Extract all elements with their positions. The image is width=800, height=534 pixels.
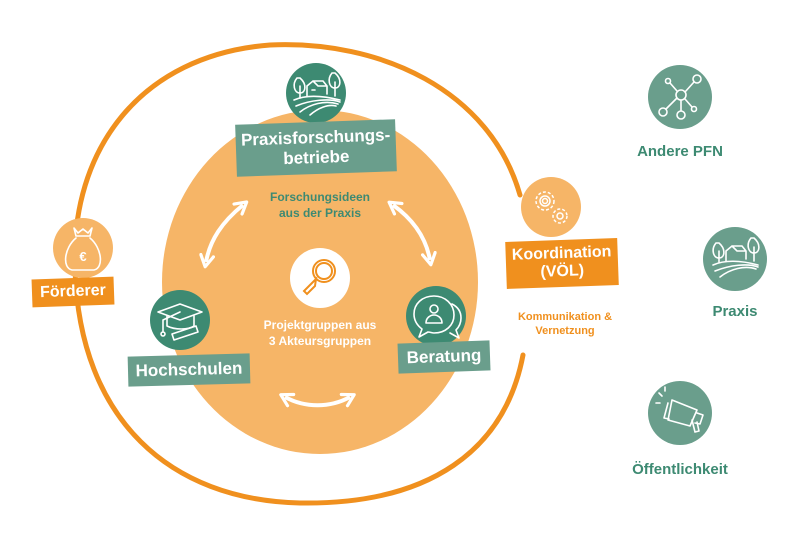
graduation-cap-icon: [157, 303, 203, 341]
foerderer-icon-circle: [53, 218, 113, 278]
hochschulen-label: Hochschulen: [127, 353, 251, 387]
beratung-text: Beratung: [406, 345, 482, 368]
network-icon: [658, 74, 702, 120]
arrow-right: [387, 200, 437, 267]
oeffentlichkeit-icon-circle: [648, 381, 712, 445]
magnifier-icon: [302, 259, 336, 296]
andere-pfn-label: Andere PFN: [637, 143, 723, 160]
koordination-caption-line2: Vernetzung: [535, 325, 595, 338]
center-caption-line2: 3 Akteursgruppen: [268, 333, 372, 348]
speech-bubbles-person-icon: [413, 295, 462, 339]
svg-text:€: €: [79, 249, 86, 264]
foerderer-text: Förderer: [39, 281, 107, 302]
praxis-caption-line2: aus der Praxis: [278, 205, 362, 220]
praxisbetriebe-icon-circle: [286, 63, 346, 123]
arrow-bottom: [279, 392, 356, 408]
praxisforschungsbetriebe-label: Praxisforschungs- betriebe: [235, 119, 397, 177]
farm-landscape-icon: [712, 237, 760, 278]
foerderer-label: Förderer: [31, 276, 115, 308]
praxis-caption-line1: Forschungsideen: [269, 190, 370, 204]
koordination-line2: (VÖL): [540, 262, 585, 282]
gears-icon: [535, 191, 568, 224]
oeffentlichkeit-label: Öffentlichkeit: [632, 461, 728, 478]
megaphone-icon: [655, 386, 704, 433]
koordination-caption: Kommunikation & Vernetzung: [505, 310, 625, 339]
farm-landscape-icon: [293, 72, 341, 116]
koordination-caption-line1: Kommunikation &: [517, 311, 613, 323]
hochschulen-text: Hochschulen: [135, 358, 243, 381]
praxis-icon-circle: [703, 227, 767, 291]
andere-pfn-icon-circle: [648, 65, 712, 129]
arrow-left: [199, 200, 249, 269]
money-bag-euro-icon: €: [64, 227, 102, 271]
praxis-caption: Forschungsideen aus der Praxis: [250, 190, 390, 221]
praxis-label: Praxis: [712, 303, 758, 320]
beratung-label: Beratung: [397, 340, 491, 374]
center-caption-line1: Projektgruppen aus: [263, 318, 377, 332]
koordination-label: Koordination (VÖL): [505, 238, 619, 289]
center-caption: Projektgruppen aus 3 Akteursgruppen: [250, 318, 390, 349]
